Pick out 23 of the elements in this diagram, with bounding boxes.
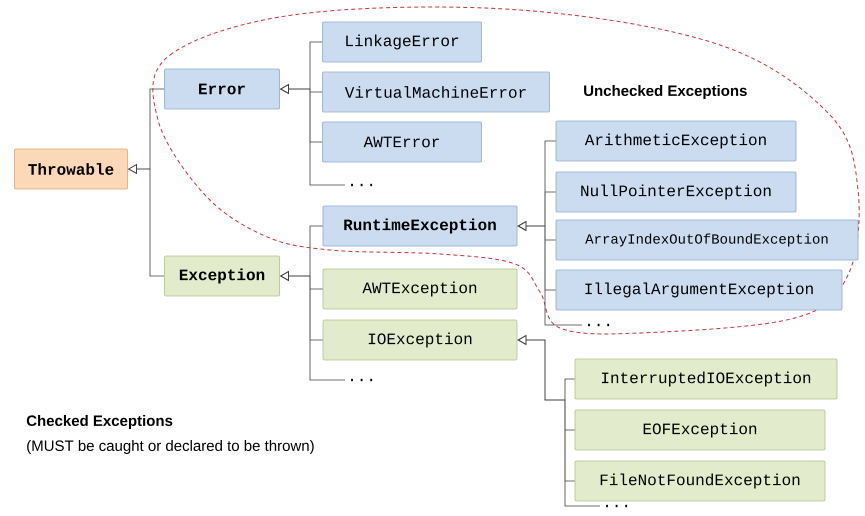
ellipsis-text: ... (606, 504, 628, 508)
class-box: AWTException (322, 268, 518, 310)
class-box: FileNotFoundException (574, 460, 826, 502)
class-box: Error (164, 68, 280, 110)
ellipsis-text: ... (351, 184, 372, 186)
class-box: IOException (322, 320, 518, 360)
class-box: Exception (164, 256, 280, 296)
class-box: InterruptedIOException (574, 358, 838, 400)
region-label: Checked Exceptions (26, 415, 172, 429)
region-label: Unchecked Exceptions (584, 85, 747, 99)
class-box: ArrayIndexOutOfBoundException (556, 220, 858, 260)
note-text: (MUST be caught or declared to be thrown) (27, 440, 314, 454)
class-box: NullPointerException (556, 172, 796, 212)
class-box: LinkageError (322, 22, 482, 62)
ellipsis-text: ... (351, 378, 372, 382)
ellipsis-text: ... (588, 324, 610, 326)
class-box: RuntimeException (322, 206, 518, 246)
class-box: AWTError (322, 122, 482, 162)
class-box: Throwable (14, 148, 128, 190)
class-box: VirtualMachineError (322, 72, 550, 112)
class-box: IllegalArgumentException (556, 270, 842, 310)
class-box: EOFException (574, 410, 826, 450)
class-box: ArithmeticException (556, 120, 796, 162)
